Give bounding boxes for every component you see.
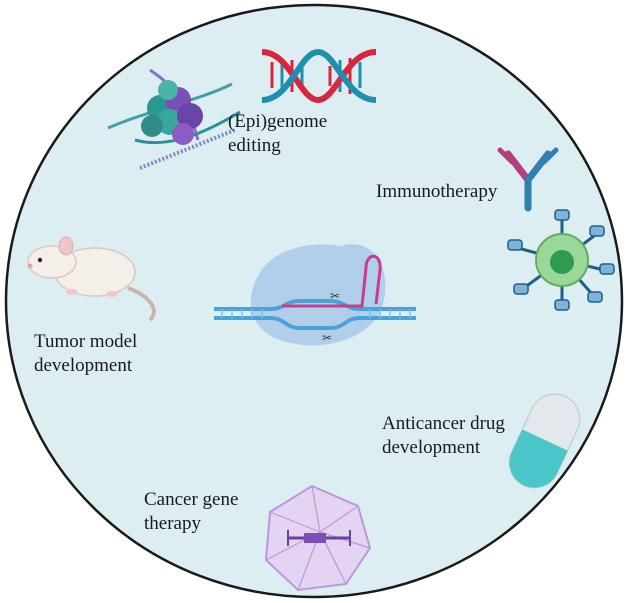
svg-text:✂: ✂ — [322, 331, 332, 345]
cancer-gene-line-1: Cancer gene — [144, 489, 239, 510]
capsule-icon — [508, 393, 581, 489]
nucleosome-icon — [107, 68, 241, 170]
tumor-model-development-label: Tumor model development — [34, 330, 137, 378]
svg-text:✂: ✂ — [330, 289, 340, 303]
anticancer-drug-development-label: Anticancer drug development — [382, 412, 505, 460]
tumor-model-line-2: development — [34, 355, 133, 376]
antibody-icon — [497, 147, 559, 212]
epigenome-editing-line-1: (Epi)genome — [228, 111, 328, 132]
cancer-gene-line-2: therapy — [144, 513, 201, 534]
viral-vector-capsid-icon — [264, 484, 372, 592]
t-cell-icon — [507, 209, 615, 311]
anticancer-line-1: Anticancer drug — [382, 413, 505, 434]
immunotherapy-line-1: Immunotherapy — [376, 181, 498, 202]
mouse-icon — [27, 236, 156, 322]
crispr-cas9-complex-icon: ✂ ✂ — [214, 244, 416, 346]
epigenome-editing-label: (Epi)genome editing — [228, 110, 327, 158]
immunotherapy-label: Immunotherapy — [376, 180, 497, 204]
epigenome-editing-line-2: editing — [228, 135, 281, 156]
anticancer-line-2: development — [382, 437, 481, 458]
dna-double-helix-icon — [261, 48, 377, 104]
tumor-model-line-1: Tumor model — [34, 331, 138, 352]
cancer-gene-therapy-label: Cancer gene therapy — [144, 488, 238, 536]
